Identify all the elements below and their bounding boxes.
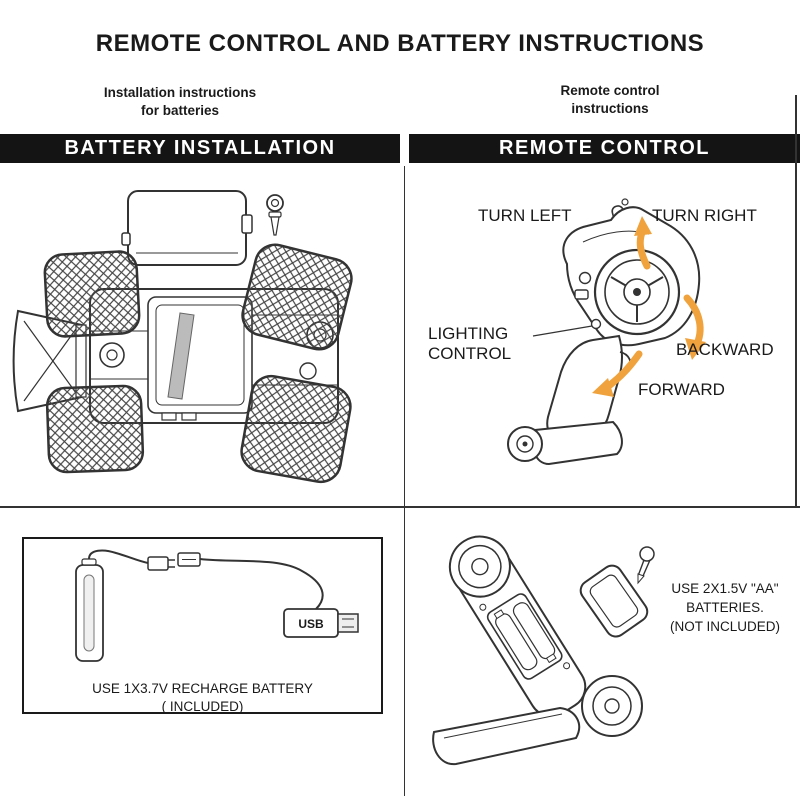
aa-battery-2 (512, 602, 557, 664)
screw-icon (637, 546, 655, 585)
aa-battery-1 (493, 609, 538, 671)
battery-icon (75, 558, 104, 662)
recharge-battery-caption: USE 1X3.7V RECHARGE BATTERY ( INCLUDED) (24, 680, 381, 716)
base-roller (581, 675, 643, 737)
base-wedge (432, 706, 581, 766)
usb-label: USB (298, 617, 324, 631)
recharge-caption-line1: USE 1X3.7V RECHARGE BATTERY (92, 681, 313, 696)
backward-label: BACKWARD (676, 340, 774, 359)
recharge-battery-box: USB (22, 537, 383, 714)
turn-right-label: TURN RIGHT (652, 206, 757, 225)
battery-usb-illustration: USB (75, 549, 359, 662)
remote-battery-compartment-illustration (432, 535, 655, 766)
turn-arrow-icon (634, 216, 652, 270)
usb-plug-icon: USB (283, 608, 359, 638)
lighting-leader-line (532, 325, 593, 337)
steering-wheel (593, 248, 681, 336)
backward-arrow-icon (683, 294, 706, 360)
lighting-control-label: LIGHTING CONTROL (428, 324, 512, 363)
remote-control-header: REMOTE CONTROL (409, 134, 800, 163)
wheel-rear-left (241, 243, 353, 351)
center-divider-line (403, 166, 405, 796)
car-top-view-illustration (12, 190, 353, 484)
turn-left-label: TURN LEFT (478, 206, 572, 225)
power-button (578, 271, 592, 285)
plug-connector (147, 552, 201, 571)
motor-detail (99, 342, 125, 368)
remote-transmitter-illustration (507, 198, 706, 466)
usb-wire (199, 558, 324, 610)
left-column-subtitle: Installation instructions for batteries (103, 85, 257, 118)
battery-installation-header: BATTERY INSTALLATION (0, 134, 400, 163)
base-foot (531, 420, 623, 466)
battery-door (121, 190, 253, 266)
recharge-caption-line2: ( INCLUDED) (161, 699, 244, 715)
lighting-button (590, 318, 602, 330)
wheel-front-left (43, 250, 141, 338)
forward-arrow-icon (592, 350, 643, 397)
battery-door-panel (579, 564, 649, 638)
forward-label: FORWARD (638, 380, 725, 399)
wheel-rear-right (240, 374, 352, 484)
wheel-front-right (45, 384, 145, 474)
switch-detail (574, 289, 589, 300)
right-edge-line (795, 95, 797, 507)
right-column-subtitle: Remote control instructions (560, 83, 660, 116)
aa-batteries-caption: USE 2X1.5V "AA" BATTERIES. (NOT INCLUDED… (669, 581, 780, 634)
page-title: REMOTE CONTROL AND BATTERY INSTRUCTIONS (95, 30, 705, 57)
battery-wire (88, 549, 149, 564)
remote-underside (448, 535, 587, 718)
door-pin-icon (266, 194, 284, 236)
horizontal-divider-line (0, 506, 800, 508)
battery-slot (167, 312, 195, 400)
